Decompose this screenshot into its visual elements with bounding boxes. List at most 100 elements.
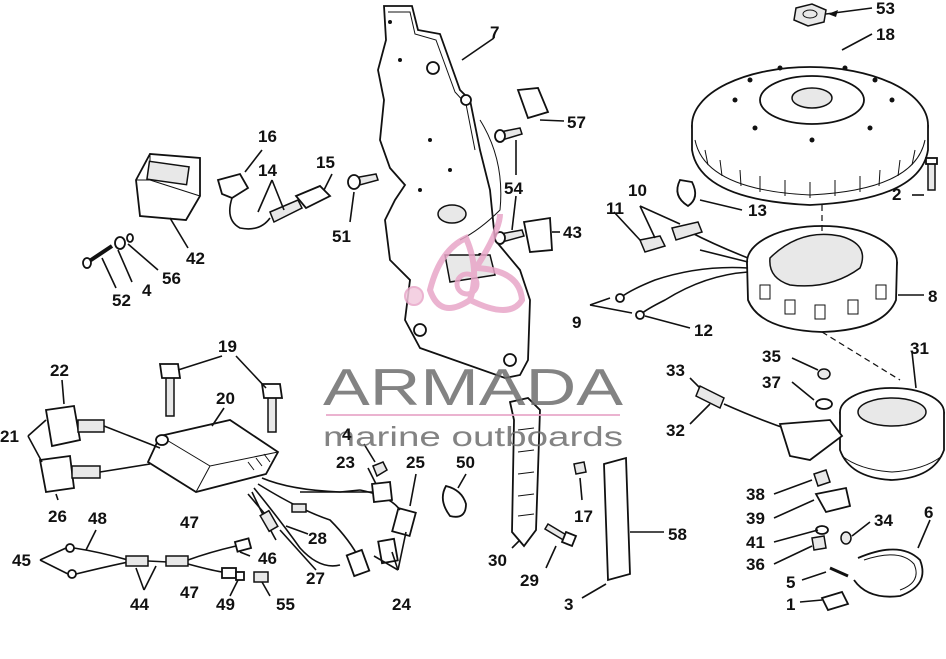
callout-58: 58 [668, 525, 687, 544]
clip [820, 590, 850, 612]
power-pack [146, 419, 280, 493]
clamp [522, 216, 553, 253]
screw [158, 363, 182, 417]
callout-48: 48 [88, 509, 107, 528]
callout-41: 41 [746, 533, 765, 552]
screw [573, 461, 587, 475]
sensor-connector [38, 454, 151, 494]
sensor-connector [44, 404, 161, 449]
screw [543, 522, 578, 548]
callout-34: 34 [874, 511, 893, 530]
callout-23: 23 [336, 453, 355, 472]
callout-7: 7 [490, 23, 499, 42]
screw [82, 244, 114, 269]
callout-31: 31 [910, 339, 929, 358]
wire-clamp [676, 179, 697, 208]
callout-17: 17 [574, 507, 593, 526]
link [814, 486, 852, 514]
callout-27: 27 [306, 569, 325, 588]
screw [260, 383, 284, 433]
washer [815, 398, 833, 410]
callout-52: 52 [112, 291, 131, 310]
callout-14: 14 [258, 161, 277, 180]
callout-1: 1 [786, 595, 795, 614]
nut [811, 535, 827, 551]
callout-25: 25 [406, 453, 425, 472]
screw [494, 127, 523, 143]
callout-29: 29 [520, 571, 539, 590]
callout-49: 49 [216, 595, 235, 614]
callout-15: 15 [316, 153, 335, 172]
callout-51: 51 [332, 227, 351, 246]
callout-22: 22 [50, 361, 69, 380]
cover [603, 456, 631, 582]
bracket [516, 87, 550, 120]
screw [817, 368, 831, 380]
stator [746, 225, 898, 333]
callout-16: 16 [258, 127, 277, 146]
callout-9: 9 [572, 313, 581, 332]
timing-sensor [695, 384, 844, 461]
screw [494, 229, 525, 245]
callout-39: 39 [746, 509, 765, 528]
callout-56: 56 [162, 269, 181, 288]
stator-leads [615, 221, 749, 320]
callout-10: 10 [628, 181, 647, 200]
washer [114, 236, 126, 250]
callout-53: 53 [876, 0, 895, 18]
callout-32: 32 [666, 421, 685, 440]
callout-18: 18 [876, 25, 895, 44]
nut [372, 461, 388, 478]
callout-44: 44 [130, 595, 149, 614]
clamp [441, 484, 467, 518]
callout-42: 42 [186, 249, 205, 268]
callout-4-ground: 4 [342, 425, 352, 444]
screw [840, 531, 852, 545]
timer-base [839, 387, 945, 481]
callout-30: 30 [488, 551, 507, 570]
callout-2: 2 [892, 185, 901, 204]
callout-20: 20 [216, 389, 235, 408]
callout-28: 28 [308, 529, 327, 548]
ignition-coil [135, 153, 201, 221]
callout-47-bottom: 47 [180, 583, 199, 602]
ground-terminal [371, 481, 393, 503]
callout-47-top: 47 [180, 513, 199, 532]
flywheel [691, 65, 929, 206]
watermark: ARMADA marine outboards [323, 213, 623, 452]
callout-50: 50 [456, 453, 475, 472]
callout-38: 38 [746, 485, 765, 504]
watermark-tagline: marine outboards [323, 421, 623, 452]
watermark-logo-icon [404, 213, 526, 313]
bracket [508, 397, 541, 548]
callout-13: 13 [748, 201, 767, 220]
callout-5: 5 [786, 573, 795, 592]
callout-11: 11 [606, 199, 624, 218]
screw [925, 157, 938, 191]
callout-57: 57 [567, 113, 586, 132]
callout-35: 35 [762, 347, 781, 366]
spark-plug-boot [216, 172, 332, 230]
retainer-ring [853, 548, 924, 598]
callout-36: 36 [746, 555, 765, 574]
watermark-brand: ARMADA [323, 359, 623, 417]
callout-26: 26 [48, 507, 67, 526]
wire-assembly [65, 537, 269, 583]
nut [813, 469, 831, 487]
callout-55: 55 [276, 595, 295, 614]
callout-21: 21 [0, 427, 19, 446]
callout-46: 46 [258, 549, 277, 568]
callout-43: 43 [563, 223, 582, 242]
screw [829, 566, 849, 578]
lockwasher [126, 233, 134, 243]
callout-6: 6 [924, 503, 933, 522]
screw [347, 173, 379, 190]
nut [793, 3, 827, 27]
wire-harness [247, 477, 417, 578]
callout-3: 3 [564, 595, 573, 614]
part-numbers: 53 18 7 57 16 14 15 54 10 13 2 11 43 51 … [0, 0, 937, 614]
callout-19: 19 [218, 337, 237, 356]
callout-8: 8 [928, 287, 937, 306]
callout-54: 54 [504, 179, 523, 198]
